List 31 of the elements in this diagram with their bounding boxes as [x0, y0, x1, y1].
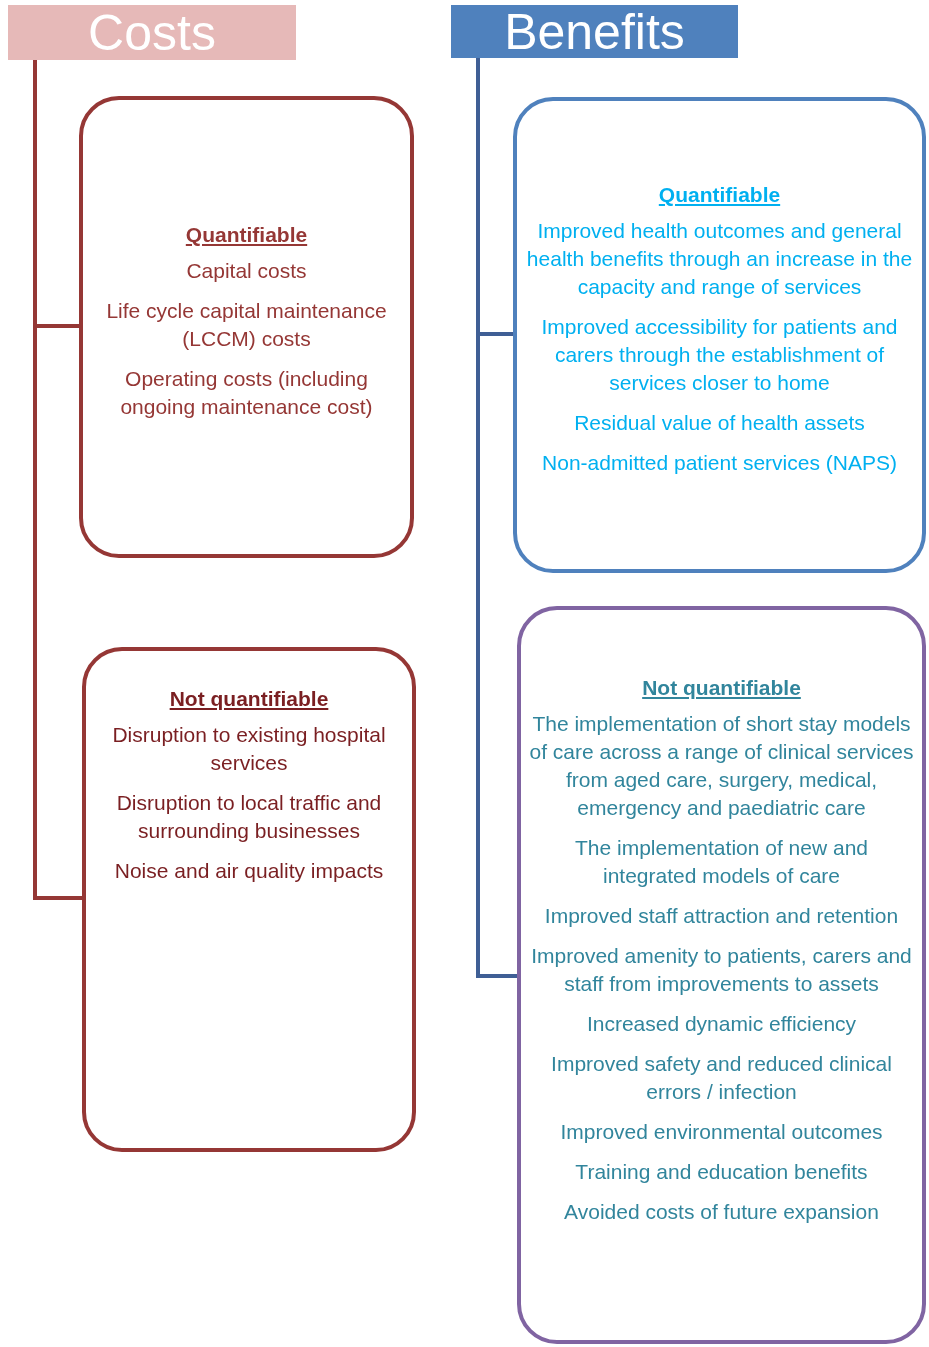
list-item: Disruption to local traffic and surrounding businesses	[115, 790, 383, 844]
section-heading: Quantifiable	[658, 182, 781, 208]
category-card	[79, 96, 414, 558]
list-item: Capital costs	[186, 258, 307, 284]
title-banner	[451, 5, 738, 58]
list-item: Improved accessibility for patients and carers through the establishment of services closer to home	[540, 314, 899, 396]
section-heading: Quantifiable	[185, 222, 308, 248]
category-card	[517, 606, 926, 1344]
list-item: The implementation of short stay models of care across a range of clinical services from aged care, surgery, medical, emergency and paediatric care	[529, 711, 914, 821]
title-banner	[8, 5, 296, 60]
list-item: Improved environmental outcomes	[560, 1119, 883, 1145]
list-item: Training and education benefits	[575, 1159, 868, 1185]
list-item: Disruption to existing hospital services	[111, 722, 387, 776]
section-heading: Not quantifiable	[642, 675, 801, 701]
list-item: Improved amenity to patients, carers and staff from improvements to assets	[530, 943, 913, 997]
list-item: Improved staff attraction and retention	[544, 903, 899, 929]
list-item: Improved health outcomes and general health benefits through an increase in the capacity and range of services	[525, 218, 914, 300]
list-item: Life cycle capital maintenance (LCCM) costs	[105, 298, 388, 352]
heading: Costs	[88, 3, 216, 62]
list-item: Operating costs (including ongoing maintenance cost)	[119, 366, 374, 420]
section-heading: Not quantifiable	[169, 686, 329, 712]
list-item: Residual value of health assets	[574, 410, 865, 436]
list-item: Non-admitted patient services (NAPS)	[542, 450, 897, 476]
list-item: Noise and air quality impacts	[114, 858, 384, 884]
category-card	[513, 97, 926, 573]
category-card	[82, 647, 416, 1152]
list-item: Increased dynamic efficiency	[586, 1011, 857, 1037]
list-item: Improved safety and reduced clinical errors / infection	[550, 1051, 893, 1105]
list-item: Avoided costs of future expansion	[564, 1199, 879, 1225]
list-item: The implementation of new and integrated models of care	[574, 835, 869, 889]
heading: Benefits	[504, 2, 685, 61]
